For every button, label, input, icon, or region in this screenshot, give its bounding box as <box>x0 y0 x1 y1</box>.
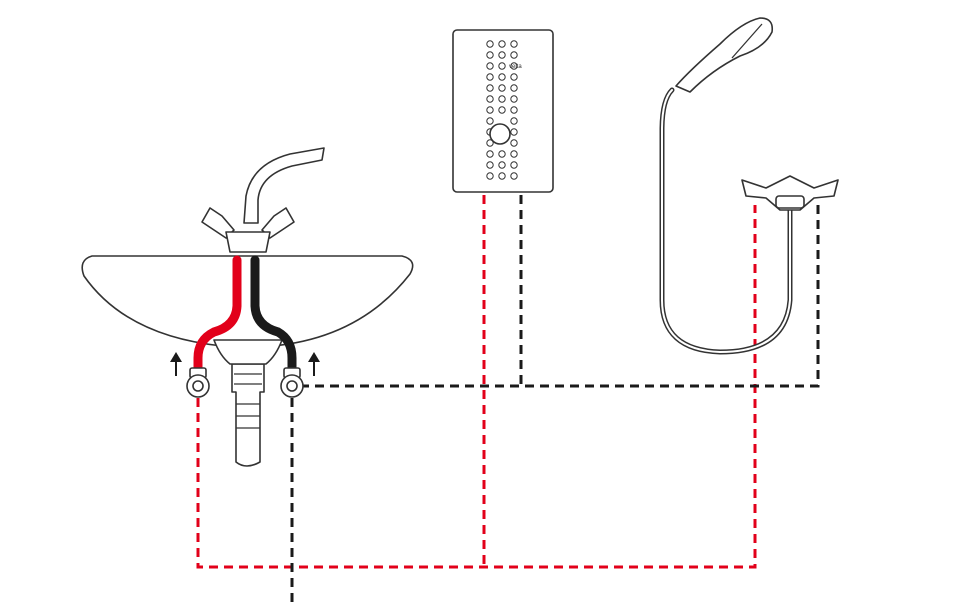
cold-isolation-valve <box>280 367 304 398</box>
heater-control-knob <box>489 123 511 145</box>
tap-handle-right <box>261 207 295 239</box>
tap-body <box>225 231 271 253</box>
vent-hole <box>510 84 518 92</box>
hot-flexible-tail <box>193 255 242 377</box>
heater-brand-label: velta <box>509 64 522 70</box>
water-heater: velta <box>452 29 554 193</box>
vent-hole <box>498 84 506 92</box>
basin-bowl <box>81 255 414 347</box>
shower-mixer-valve <box>741 175 839 211</box>
shower-hose-inner <box>661 89 791 354</box>
hot-isolation-valve <box>186 367 210 398</box>
vent-hole <box>486 106 494 114</box>
vent-hole <box>486 84 494 92</box>
vent-hole <box>486 95 494 103</box>
shower-hose <box>659 87 793 355</box>
vent-hole <box>486 51 494 59</box>
vent-hole <box>486 40 494 48</box>
vent-hole <box>510 95 518 103</box>
vent-hole <box>510 106 518 114</box>
vent-hole <box>498 51 506 59</box>
up-arrow-icon <box>308 352 320 376</box>
tap-handle-left <box>201 207 235 239</box>
cold-line-main-run <box>300 205 820 388</box>
waste-pipe <box>231 363 265 467</box>
vent-hole <box>510 172 518 180</box>
vent-hole <box>498 40 506 48</box>
vent-hole <box>498 161 506 169</box>
vent-hole <box>486 73 494 81</box>
vent-hole <box>486 161 494 169</box>
vent-hole <box>486 117 494 125</box>
vent-hole <box>486 139 494 147</box>
vent-hole <box>510 62 518 70</box>
vent-hole <box>486 62 494 70</box>
vent-hole <box>498 172 506 180</box>
shower-kit <box>659 17 839 355</box>
vent-hole <box>498 106 506 114</box>
cold-flexible-tail <box>250 255 297 377</box>
up-arrow-icon <box>170 352 182 376</box>
vent-hole <box>498 73 506 81</box>
heater-vent-holes <box>486 40 518 180</box>
vent-hole <box>510 73 518 81</box>
vent-hole <box>510 139 518 147</box>
vent-hole <box>510 40 518 48</box>
vent-hole <box>510 150 518 158</box>
cold-water-dashed-lines <box>290 195 820 607</box>
vent-hole <box>510 161 518 169</box>
vent-hole <box>498 150 506 158</box>
vent-hole <box>498 62 506 70</box>
wash-basin <box>81 147 414 467</box>
drain-hub <box>213 339 283 365</box>
vent-hole <box>498 95 506 103</box>
vent-hole <box>510 117 518 125</box>
vent-hole <box>486 150 494 158</box>
shower-head <box>675 17 774 93</box>
vent-hole <box>510 51 518 59</box>
tap-spout <box>243 147 325 224</box>
vent-hole <box>510 128 518 136</box>
vent-hole <box>486 172 494 180</box>
